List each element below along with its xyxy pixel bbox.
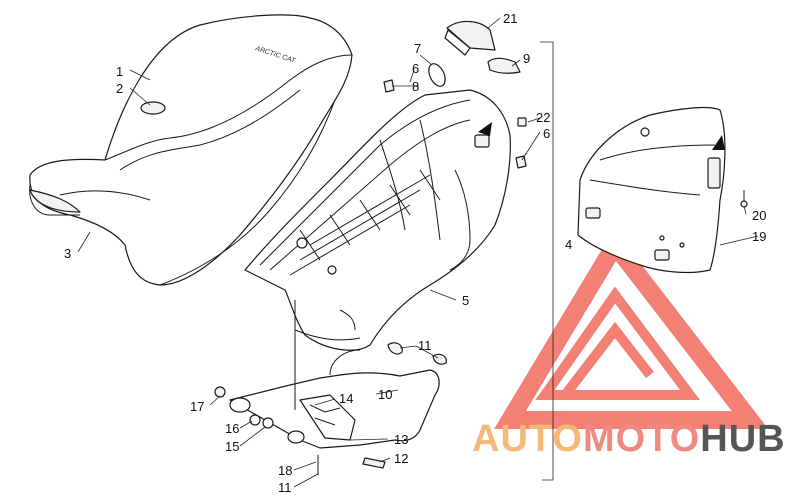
- rear-bracket-assembly: [229, 300, 440, 449]
- callout-9: 9: [523, 51, 530, 66]
- rear-storage-box: [577, 106, 726, 274]
- callout-8: 8: [412, 79, 419, 94]
- callout-6b: 6: [543, 126, 550, 141]
- callout-15: 15: [225, 439, 239, 454]
- callout-16: 16: [225, 421, 239, 436]
- callout-6a: 6: [412, 61, 419, 76]
- callout-2: 2: [116, 81, 123, 96]
- watermark-hub: HUB: [700, 418, 785, 460]
- callout-14: 14: [339, 391, 353, 406]
- callout-21: 21: [503, 11, 517, 26]
- leader-lines: [77, 17, 759, 488]
- callout-4: 4: [565, 237, 572, 252]
- callout-13: 13: [394, 432, 408, 447]
- callout-18: 18: [278, 463, 292, 478]
- callout-11b: 11: [278, 480, 292, 495]
- screw-20: [740, 190, 748, 208]
- callout-10: 10: [378, 387, 392, 402]
- callout-19: 19: [752, 229, 766, 244]
- callout-numbers: 1 2 3 4 5 6 6 7 8 9 10 11 11 12 13 14 15…: [64, 11, 766, 495]
- assembly-bracket-line: [540, 41, 554, 481]
- watermark-auto: AUTO: [472, 418, 583, 460]
- callout-11a: 11: [418, 338, 432, 353]
- latch-bracket: [487, 57, 521, 74]
- callout-20: 20: [752, 208, 766, 223]
- watermark-logo: AUTOMOTOHUB: [472, 418, 786, 460]
- callout-12: 12: [394, 451, 408, 466]
- callout-7: 7: [414, 41, 421, 56]
- seat-latch-cover: [444, 20, 496, 56]
- callout-22: 22: [536, 110, 550, 125]
- svg-text:AUTOMOTOHUB: AUTOMOTOHUB: [472, 418, 786, 460]
- seal-ring: [428, 63, 446, 87]
- nut-22: [517, 117, 527, 127]
- mount-hardware: [214, 342, 447, 475]
- seat-cushion: ARCTIC CAT: [29, 14, 353, 286]
- watermark-logo-triangle: [494, 229, 769, 429]
- callout-3: 3: [64, 246, 71, 261]
- grommet: [383, 79, 527, 169]
- callout-17: 17: [190, 399, 204, 414]
- callout-1: 1: [116, 64, 123, 79]
- watermark-moto: MOTO: [583, 418, 700, 460]
- callout-5: 5: [462, 293, 469, 308]
- seat-base-frame: [244, 89, 511, 351]
